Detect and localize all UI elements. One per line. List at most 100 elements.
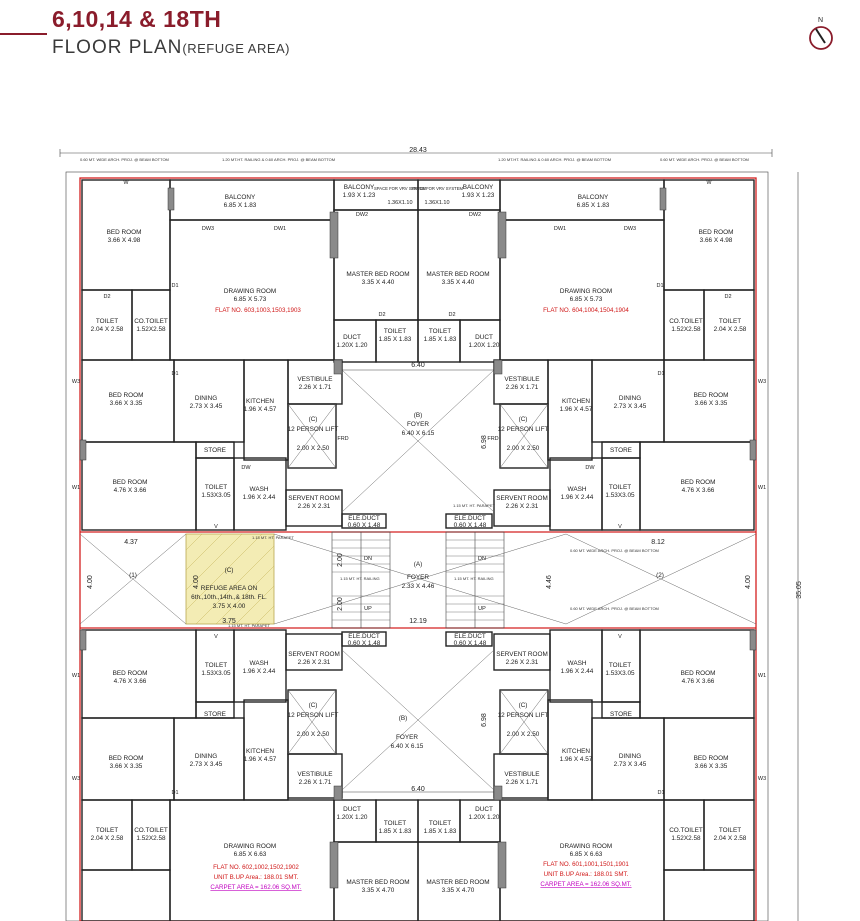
room-dim: 2.00 X 2.50 xyxy=(507,731,540,738)
room-label: DINING xyxy=(195,753,217,760)
room-dim: 2.04 X 2.58 xyxy=(714,835,747,842)
door-mark: DW2 xyxy=(356,212,368,218)
room-label: BED ROOM xyxy=(694,392,729,399)
window-mark: W1 xyxy=(758,485,766,491)
room-label: KITCHEN xyxy=(562,748,590,755)
room-label: STORE xyxy=(610,711,632,718)
room-dim: 1.85 X 1.83 xyxy=(379,336,412,343)
page-title: 6,10,14 & 18TH xyxy=(52,6,222,32)
room-dim: 1.96 X 4.57 xyxy=(560,406,593,413)
room-label: BALCONY xyxy=(578,194,609,201)
room-dim: 2.73 X 3.45 xyxy=(190,403,223,410)
door-mark: DW1 xyxy=(554,226,566,232)
subtitle-note: (REFUGE AREA) xyxy=(182,41,290,56)
room-dim: 0.60 X 1.48 xyxy=(348,640,381,647)
room-dim: 1.53X3.05 xyxy=(201,492,231,499)
room-label: TOILET xyxy=(384,820,406,827)
room-dim: 1.85 X 1.83 xyxy=(424,336,457,343)
room-label: (C) xyxy=(519,702,528,709)
room-label: BED ROOM xyxy=(681,479,716,486)
room-dim: 2.73 X 3.45 xyxy=(614,761,647,768)
window-mark: W3 xyxy=(758,379,766,385)
door-mark: FRD xyxy=(487,436,498,442)
unit-bup-label: UNIT B.UP Area.: 188.01 SMT. xyxy=(544,871,629,878)
vent-mark: V xyxy=(214,634,218,640)
carpet-area-label: CARPET AREA = 162.06 SQ.MT. xyxy=(210,884,301,891)
room-dim: 4.76 X 3.66 xyxy=(682,678,715,685)
room-label: BED ROOM xyxy=(681,670,716,677)
room-label: TOILET xyxy=(384,328,406,335)
stair-up: UP xyxy=(364,606,372,612)
room-label: TOILET xyxy=(609,484,631,491)
stair-up: UP xyxy=(478,606,486,612)
room-label: DINING xyxy=(619,395,641,402)
dim-8-12: 8.12 xyxy=(651,539,665,546)
room-label: SERVENT ROOM xyxy=(288,495,340,502)
room-dim: 1.96 X 4.57 xyxy=(560,756,593,763)
room-dim: 2.26 X 1.71 xyxy=(506,779,539,786)
page-subtitle: FLOOR PLAN(REFUGE AREA) xyxy=(52,37,290,59)
room-label: KITCHEN xyxy=(562,398,590,405)
room-label: DINING xyxy=(195,395,217,402)
flat-no-label: FLAT NO. 602,1002,1502,1902 xyxy=(213,864,299,871)
room-label: CO.TOILET xyxy=(134,827,168,834)
room-label: CO.TOILET xyxy=(669,318,703,325)
room-label: DRAWING ROOM xyxy=(560,843,612,850)
dim-4-00-right: 4.00 xyxy=(745,575,752,589)
void-2-label: (2) xyxy=(656,572,664,579)
refuge-dim: 3.75 X 4.00 xyxy=(213,603,246,610)
room-dim: 2.00 X 2.50 xyxy=(297,731,330,738)
room-label: DUCT xyxy=(475,806,493,813)
window-mark: W1 xyxy=(758,673,766,679)
room-label: ELE.DUCT xyxy=(348,633,380,640)
room-dim: 1.96 X 4.57 xyxy=(244,756,277,763)
refuge-label: REFUGE AREA ON xyxy=(201,585,258,592)
room-label: TOILET xyxy=(205,484,227,491)
parapet-note: 1.15 MT. HT. PARAPET xyxy=(228,623,270,628)
room-label: BED ROOM xyxy=(113,479,148,486)
room-dim: 1.20X 1.20 xyxy=(469,342,500,349)
window-mark: W xyxy=(123,180,129,186)
vent-mark: V xyxy=(618,524,622,530)
room-dim: 0.60 X 1.48 xyxy=(454,640,487,647)
door-mark: DW xyxy=(585,465,595,471)
room-label: SPACE FOR VRV SYSTEM xyxy=(411,186,463,191)
unit-bup-label: UNIT B.UP Area.: 188.01 SMT. xyxy=(214,874,299,881)
room-label: BALCONY xyxy=(344,184,375,191)
dim-3-75: 3.75 xyxy=(222,618,236,625)
door-mark: DW1 xyxy=(274,226,286,232)
room-label: BED ROOM xyxy=(109,755,144,762)
room-dim: 6.85 X 5.73 xyxy=(570,296,603,303)
refuge-floors: 6th.,10th.,14th.,& 18th. FL. xyxy=(191,594,267,601)
room-label: DUCT xyxy=(475,334,493,341)
foyer-mid-dim: 2.33 X 4.46 xyxy=(402,583,435,590)
room-dim: 6.85 X 1.83 xyxy=(224,202,257,209)
room-label: (B) xyxy=(414,412,423,419)
room-dim: 6.85 X 1.83 xyxy=(577,202,610,209)
vent-mark: V xyxy=(618,634,622,640)
door-mark: D1 xyxy=(171,283,178,289)
door-mark: DW3 xyxy=(202,226,214,232)
door-mark: D2 xyxy=(724,294,731,300)
door-mark: D1 xyxy=(171,790,178,796)
room-label: 12 PERSON LIFT xyxy=(288,426,339,433)
room-dim: 3.35 X 4.40 xyxy=(362,279,395,286)
door-mark: D2 xyxy=(378,312,385,318)
title-rule xyxy=(0,33,47,35)
dim-overall-width: 28.43 xyxy=(409,147,427,154)
window-mark: W3 xyxy=(72,379,80,385)
room-dim: 1.52X2.58 xyxy=(671,326,701,333)
room-dim: 6.85 X 6.63 xyxy=(234,851,267,858)
room-dim: 1.96 X 4.57 xyxy=(244,406,277,413)
room-dim: 1.53X3.05 xyxy=(605,492,635,499)
room-label: TOILET xyxy=(96,827,118,834)
railing-note: 1.15 MT. HT. RAILING xyxy=(340,576,380,581)
room-label: STORE xyxy=(204,711,226,718)
room-dim: 1.20X 1.20 xyxy=(337,342,368,349)
room-label: BED ROOM xyxy=(107,229,142,236)
room-dim: 2.26 X 2.31 xyxy=(506,503,539,510)
room-dim: 1.36X1.10 xyxy=(387,200,412,206)
note-top-mid-left: 1.20 MT.HT. RAILING & 0.60 ARCH. PROJ. @… xyxy=(222,157,335,162)
room-dim: 3.66 X 3.35 xyxy=(695,763,728,770)
door-mark: FRD xyxy=(337,436,348,442)
